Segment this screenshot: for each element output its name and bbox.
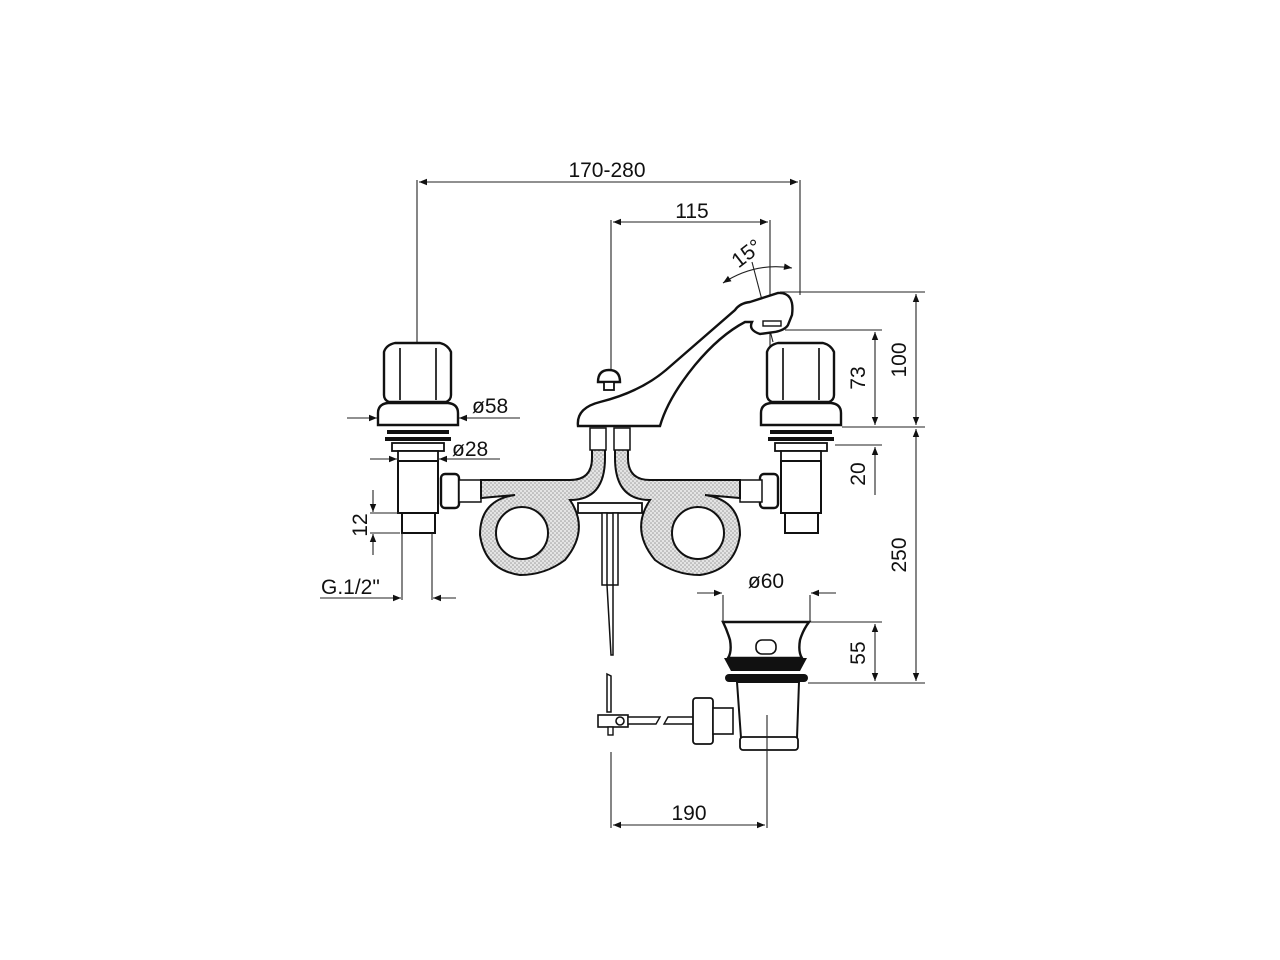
overall-width-label: 170-280: [568, 159, 645, 182]
dim-waste-diameter: ø60: [697, 570, 836, 622]
flange-diameter-label: ø28: [452, 438, 488, 461]
handle-diameter-label: ø58: [472, 395, 508, 418]
spout-height-label: 100: [888, 342, 911, 377]
flexible-hoses: [478, 427, 742, 577]
rod-distance-label: 190: [671, 802, 706, 825]
dim-rod-distance: 190: [610, 715, 768, 829]
dim-thread-length: 12: [349, 490, 400, 555]
spout-reach-label: 115: [675, 200, 708, 223]
valve-body-label: 20: [847, 462, 870, 485]
below-deck-label: 250: [888, 537, 911, 572]
waste-height-label: 55: [847, 641, 870, 664]
thread-length-label: 12: [349, 513, 372, 536]
waste-diameter-label: ø60: [748, 570, 784, 593]
dim-right-heights: 100 73 20 250 55: [780, 291, 925, 684]
dim-overall-width: 170-280: [416, 159, 801, 345]
dim-flange-diameter: ø28: [370, 438, 500, 463]
dim-spout-reach: 115: [610, 200, 771, 370]
dim-thread-size: G.1/2": [320, 533, 456, 602]
handle-height-label: 73: [847, 366, 870, 389]
right-handle-valve: [739, 341, 843, 534]
spout: [576, 291, 794, 428]
pop-up-waste: [597, 620, 812, 751]
mounting-bracket: [577, 502, 643, 656]
left-handle-valve: [376, 341, 482, 534]
thread-size-label: G.1/2": [321, 576, 380, 599]
spout-angle-label: 15°: [727, 235, 766, 273]
dim-handle-diameter: ø58: [347, 395, 520, 422]
